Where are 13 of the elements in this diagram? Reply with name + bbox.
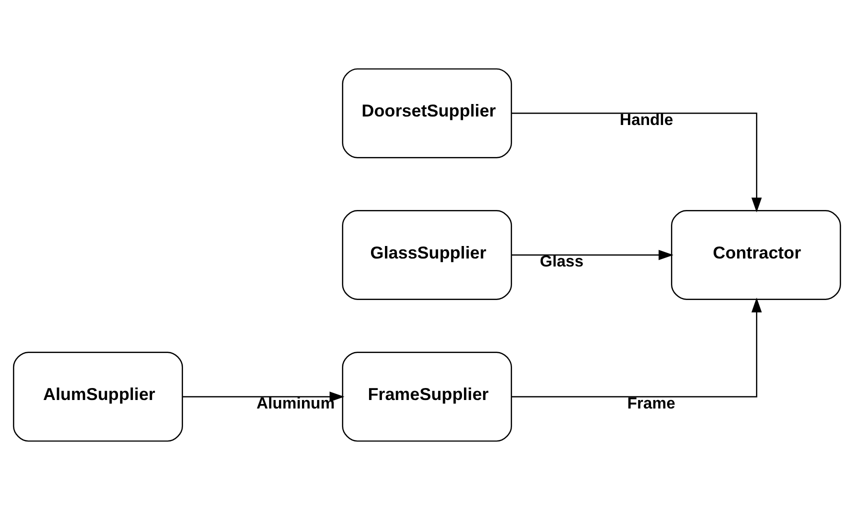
edge-label: Handle <box>620 111 674 128</box>
node-box: FrameSupplier <box>342 351 512 442</box>
edge-label: Frame <box>627 394 676 412</box>
node-box: DoorsetSupplier <box>342 68 512 158</box>
arrow <box>511 297 762 397</box>
arrow <box>182 391 344 402</box>
node-box: Contractor <box>671 210 842 300</box>
node-box: AlumSupplier <box>12 351 184 442</box>
arrow <box>512 249 674 260</box>
node-box: GlassSupplier <box>342 210 512 300</box>
arrow <box>511 112 762 212</box>
edge-label: Aluminum <box>256 394 335 412</box>
edge-label: Glass <box>540 253 584 270</box>
